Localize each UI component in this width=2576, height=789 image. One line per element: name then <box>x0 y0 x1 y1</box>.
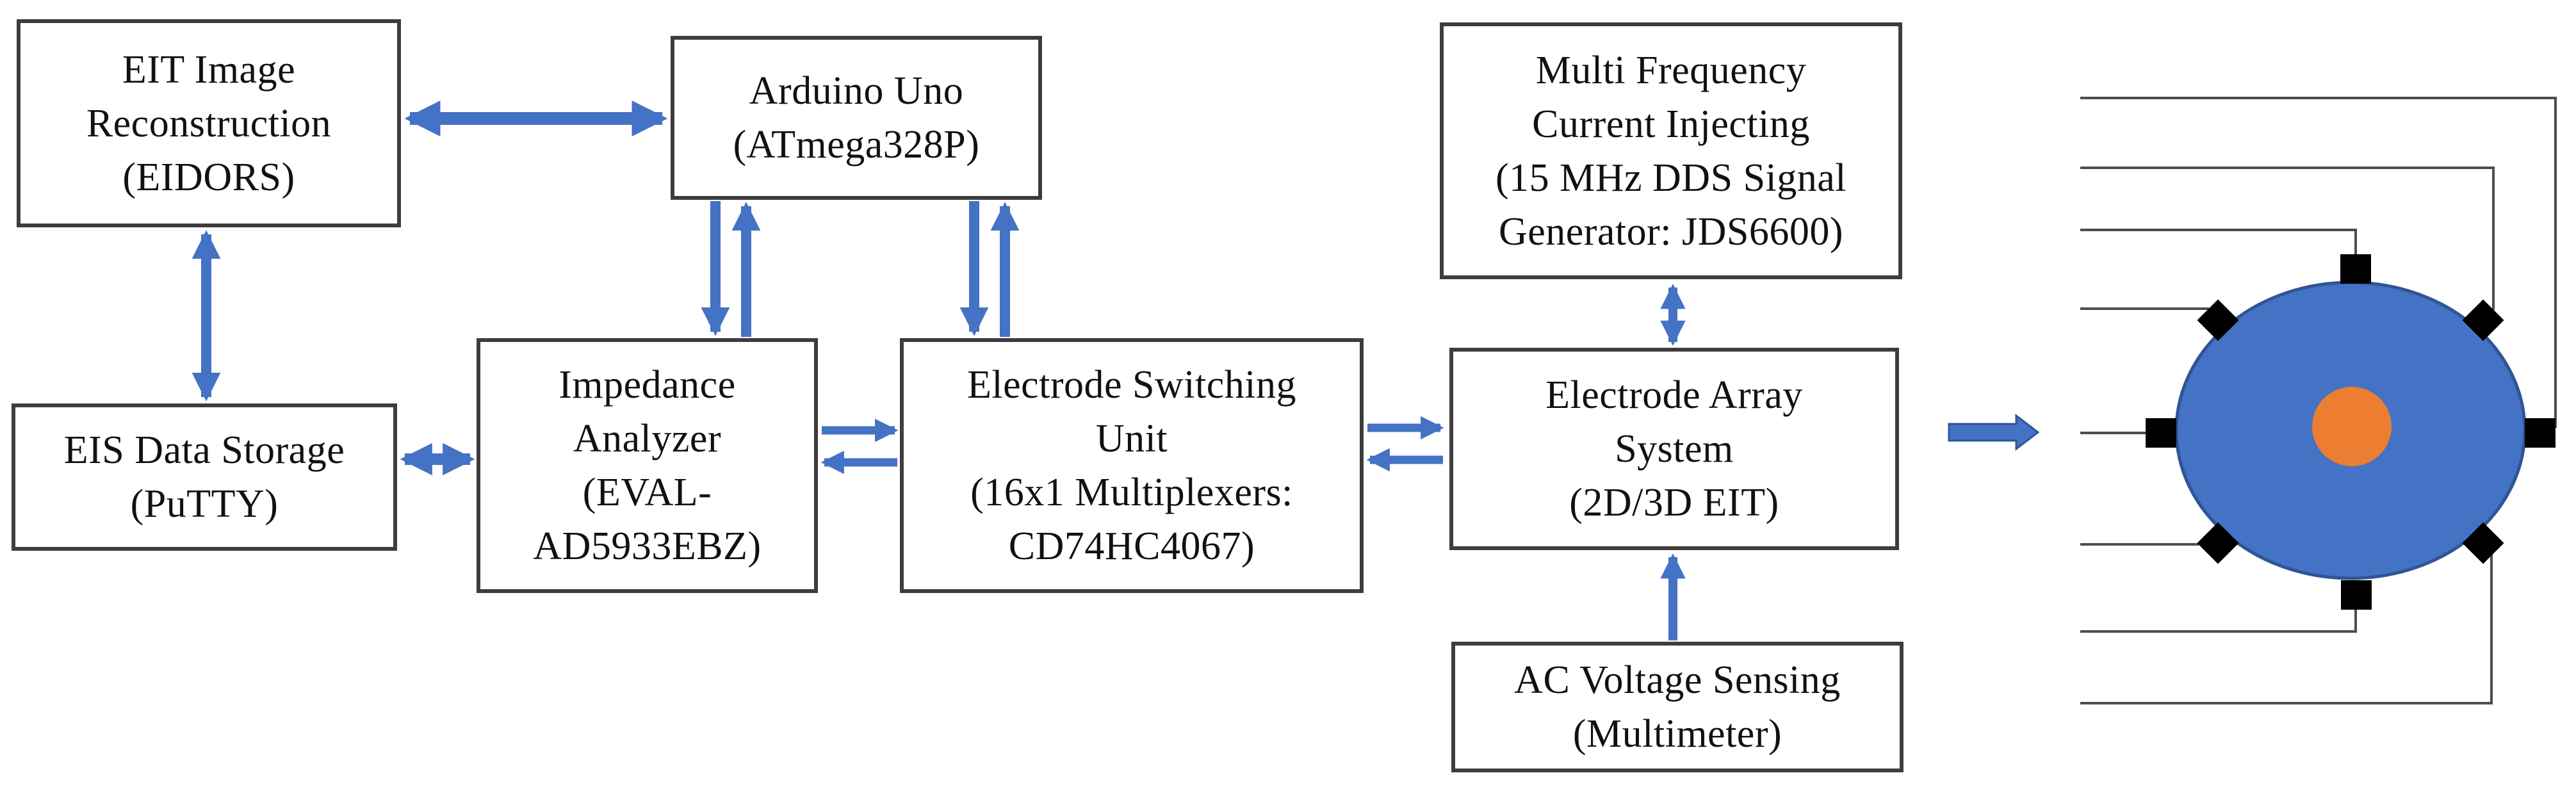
electrode-northeast-diamond <box>2462 299 2504 341</box>
connectors <box>192 101 1686 640</box>
box-eis-storage-label: EIS Data Storage (PuTTY) <box>63 428 345 526</box>
box-electrode-switching-label: Electrode Switching Unit (16x1 Multiplex… <box>967 363 1296 568</box>
box-voltage-sensing: AC Voltage Sensing (Multimeter) <box>1451 642 1903 772</box>
wire-electrode-northeast <box>2080 167 2495 310</box>
box-electrode-array-label: Electrode Array System (2D/3D EIT) <box>1545 373 1803 525</box>
box-eit-reconstruction: EIT Image Reconstruction (EIDORS) <box>17 19 401 227</box>
box-impedance-analyzer: Impedance Analyzer (EVAL- AD5933EBZ) <box>477 338 818 593</box>
electrode-north-square <box>2340 254 2371 284</box>
box-electrode-array: Electrode Array System (2D/3D EIT) <box>1449 348 1899 550</box>
box-current-injector: Multi Frequency Current Injecting (15 MH… <box>1440 22 1902 279</box>
box-impedance-analyzer-label: Impedance Analyzer (EVAL- AD5933EBZ) <box>533 363 762 568</box>
box-eis-storage: EIS Data Storage (PuTTY) <box>12 403 397 551</box>
electrode-south-square <box>2341 580 2372 610</box>
output-block-arrow <box>1948 413 2040 451</box>
box-eit-reconstruction-label: EIT Image Reconstruction (EIDORS) <box>86 47 332 199</box>
electrode-southwest-diamond <box>2197 522 2239 564</box>
box-voltage-sensing-label: AC Voltage Sensing (Multimeter) <box>1514 658 1841 756</box>
electrode-northwest-diamond <box>2197 299 2239 341</box>
box-electrode-switching: Electrode Switching Unit (16x1 Multiplex… <box>900 338 1364 593</box>
electrode-west-square <box>2146 418 2176 448</box>
electrode-phantom <box>2080 97 2557 704</box>
box-arduino-label: Arduino Uno (ATmega328P) <box>733 69 980 167</box>
box-current-injector-label: Multi Frequency Current Injecting (15 MH… <box>1495 48 1847 254</box>
wire-electrode-south <box>2080 610 2357 633</box>
wire-electrode-southeast <box>2080 555 2493 704</box>
electrode-southeast-diamond <box>2462 522 2504 564</box>
wire-electrode-east <box>2080 97 2557 428</box>
wire-electrode-north <box>2080 229 2357 256</box>
tank-inclusion <box>2312 387 2392 466</box>
box-arduino: Arduino Uno (ATmega328P) <box>671 36 1042 200</box>
electrode-east-square <box>2525 418 2556 448</box>
